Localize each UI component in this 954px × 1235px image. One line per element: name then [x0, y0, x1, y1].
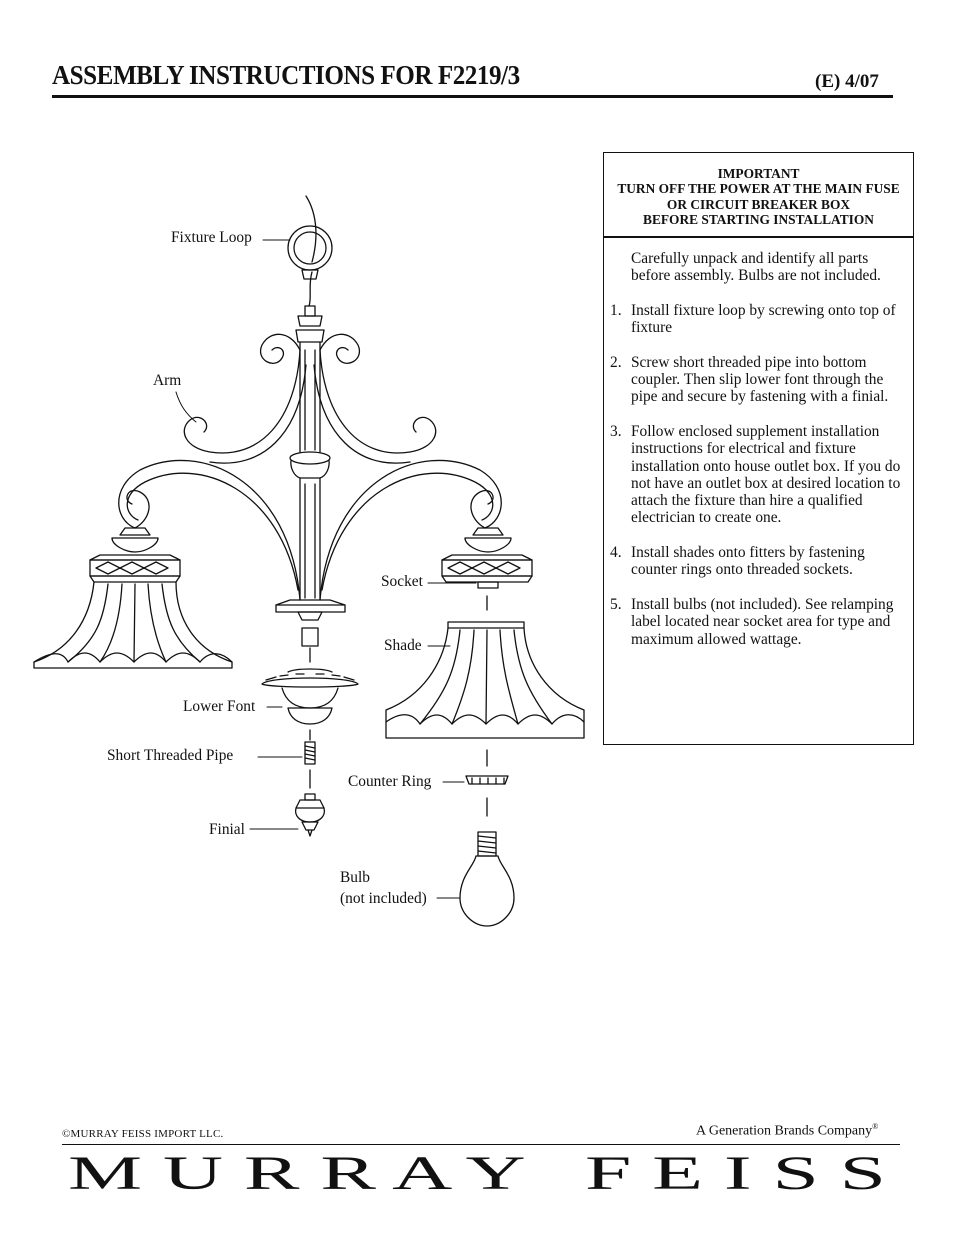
label-finial: Finial	[209, 821, 245, 838]
arm-lower-right	[319, 459, 502, 601]
instruction-step: 5. Install bulbs (not included). See rel…	[610, 595, 894, 648]
title-rule	[52, 95, 893, 98]
left-shade	[33, 581, 233, 669]
label-counter-ring: Counter Ring	[348, 773, 432, 790]
instruction-step: 1. Install fixture loop by screwing onto…	[610, 301, 896, 337]
safety-warning: IMPORTANT TURN OFF THE POWER AT THE MAIN…	[604, 166, 913, 228]
lower-font	[261, 668, 359, 725]
box-divider	[604, 236, 913, 238]
hanging-wire	[305, 195, 317, 263]
left-socket-fitter	[89, 527, 181, 583]
label-fixture-loop: Fixture Loop	[171, 229, 252, 246]
short-threaded-pipe	[304, 741, 316, 765]
label-socket: Socket	[381, 573, 423, 590]
instruction-step: 3. Follow enclosed supplement installati…	[610, 422, 901, 527]
warning-line: TURN OFF THE POWER AT THE MAIN FUSE	[617, 181, 900, 197]
warning-line: IMPORTANT	[717, 166, 800, 181]
arm-upper-left	[183, 333, 307, 464]
page-title: ASSEMBLY INSTRUCTIONS FOR F2219/3	[52, 60, 520, 90]
leader-lines	[175, 239, 477, 899]
brand-logo: M U R R A Y F E I S S	[68, 1147, 886, 1200]
label-bulb: Bulb	[340, 869, 370, 886]
instruction-intro: Carefully unpack and identify all parts …	[631, 250, 881, 285]
counter-ring	[465, 775, 509, 785]
label-shade: Shade	[384, 637, 422, 654]
arm-upper-right	[313, 333, 437, 464]
label-arm: Arm	[153, 372, 182, 389]
finial	[294, 793, 326, 837]
revision-date: (E) 4/07	[815, 71, 879, 92]
copyright-notice: ©MURRAY FEISS IMPORT LLC.	[62, 1128, 224, 1140]
bulb	[459, 831, 515, 927]
label-short-threaded-pipe: Short Threaded Pipe	[107, 747, 234, 764]
instruction-step: 2. Screw short threaded pipe into bottom…	[610, 353, 889, 406]
instruction-steps: Carefully unpack and identify all parts …	[610, 250, 908, 665]
right-shade	[385, 621, 585, 739]
label-lower-font: Lower Font	[183, 698, 256, 715]
label-bulb-note: (not included)	[340, 890, 427, 907]
instruction-step: 4. Install shades onto fitters by fasten…	[610, 544, 865, 579]
warning-line: BEFORE STARTING INSTALLATION	[643, 212, 874, 228]
fixture-loop	[287, 225, 333, 280]
parent-company: A Generation Brands Company®	[696, 1122, 879, 1139]
footer-rule	[62, 1144, 900, 1145]
instruction-box: IMPORTANT TURN OFF THE POWER AT THE MAIN…	[603, 152, 914, 745]
right-socket-fitter	[441, 527, 533, 589]
center-column	[275, 305, 346, 647]
arm-lower-left	[118, 459, 301, 601]
leader-arm	[175, 391, 197, 423]
warning-line: OR CIRCUIT BREAKER BOX	[666, 196, 851, 212]
